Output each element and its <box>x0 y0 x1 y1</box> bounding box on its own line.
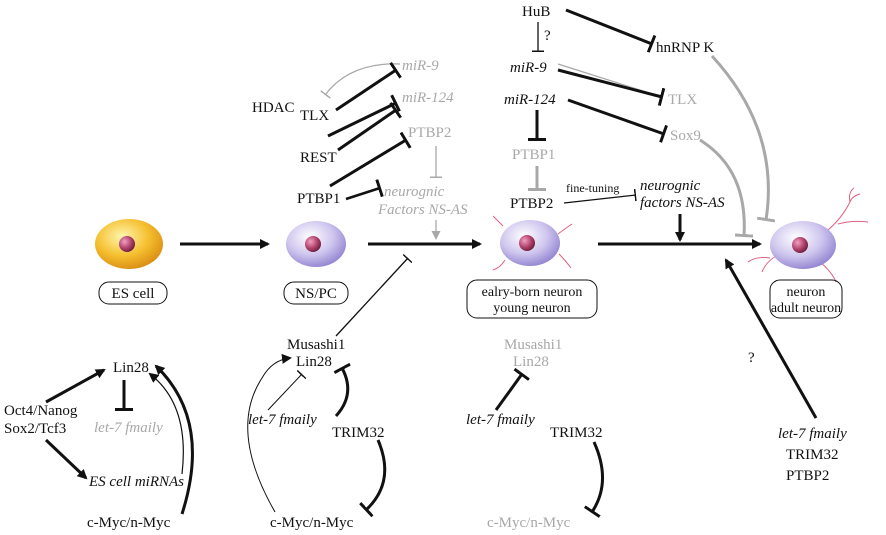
stage2-hub: HuB <box>522 4 550 20</box>
lr-question: ? <box>748 350 755 366</box>
stage2-neurognic-2: factors NS-AS <box>640 195 725 211</box>
lm-musashi: Musashi1 <box>287 337 345 353</box>
early-neuron-label-box <box>466 279 598 319</box>
lm-myc: c-Myc/n-Myc <box>270 515 354 531</box>
stage1-mir124: miR-124 <box>402 90 454 106</box>
nspc-label-box <box>283 281 349 305</box>
adult-neuron-label-box <box>769 279 843 319</box>
ll-myc: c-Myc/n-Myc <box>87 515 171 531</box>
early-neuron-cell <box>492 215 573 271</box>
lm2-myc: c-Myc/n-Myc <box>487 515 571 531</box>
stage1-neurognic-2: Factors NS-AS <box>377 202 468 218</box>
stage2-tlx: TLX <box>668 92 697 108</box>
es-cell <box>95 219 163 269</box>
lm2-trim32: TRIM32 <box>550 425 603 441</box>
stage2-ptbp2: PTBP2 <box>510 196 553 212</box>
edge-tlx-inhibits-mir9 <box>335 61 402 112</box>
ll-es-mirnas: ES cell miRNAs <box>88 474 184 490</box>
edge-sox9-to-adult-gray <box>699 138 754 238</box>
stage2-neurognic-1: neurognic <box>640 178 701 194</box>
es-cell-label-box <box>98 281 168 305</box>
stage1-rest: REST <box>300 150 337 166</box>
stage2-sox9: Sox9 <box>670 128 701 144</box>
early-neuron-label-1: ealry-born neuron <box>482 285 583 300</box>
ll-sox2: Sox2/Tcf3 <box>4 421 66 437</box>
early-neuron-label-2: young neuron <box>493 301 570 316</box>
stage2-question: ? <box>544 28 551 44</box>
lr-ptbp2: PTBP2 <box>786 468 829 484</box>
edge-oct4-to-es-mirnas <box>44 438 88 480</box>
stage1-tlx: TLX <box>300 108 329 124</box>
stage1-neurognic-1: neurognic <box>384 184 445 200</box>
ll-lin28: Lin28 <box>113 360 149 376</box>
stage2-ptbp1: PTBP1 <box>512 147 555 163</box>
lm2-lin28: Lin28 <box>513 354 549 370</box>
ll-let7: let-7 fmaily <box>94 420 163 436</box>
lm2-musashi: Musashi1 <box>504 337 562 353</box>
stage1-mir9: miR-9 <box>402 58 439 74</box>
edge-let7-inhibits-lin28 <box>267 369 307 411</box>
lr-trim32: TRIM32 <box>786 447 839 463</box>
stage1-ptbp1: PTBP1 <box>297 191 340 207</box>
ns-pc-cell <box>286 221 346 267</box>
es-cell-label: ES cell <box>112 286 155 302</box>
stage2-hnrnpk: hnRNP K <box>656 40 714 56</box>
stage2-mir9: miR-9 <box>510 60 547 76</box>
edge-lower-right-to-adult <box>724 258 818 419</box>
edge-musashi-inhibits-nspc-arrow <box>335 253 413 337</box>
edge-myc-to-lin28 <box>154 364 194 515</box>
edge-trim32-inhibits-myc-2 <box>583 441 604 518</box>
edge-hnrnpk-to-adult-gray <box>710 54 776 223</box>
adult-neuron-label-2: adult neuron <box>771 301 841 316</box>
lm2-let7: let-7 fmaily <box>466 412 535 428</box>
adult-neuron-label-1: neuron <box>787 285 826 300</box>
nspc-label: NS/PC <box>295 286 337 302</box>
stage2-mir124: miR-124 <box>504 92 556 108</box>
edge-mir9-inhibits-tlx <box>320 63 401 99</box>
edge-trim32-inhibits-myc <box>359 439 387 518</box>
stage1-ptbp2: PTBP2 <box>408 125 451 141</box>
lm-lin28: Lin28 <box>296 354 332 370</box>
lm-trim32: TRIM32 <box>332 425 385 441</box>
adult-neuron-cell <box>747 187 869 283</box>
edge-let7-inhibits-lin28-2 <box>494 367 530 411</box>
edge-hub-inhibits-hnrnpk <box>565 8 657 53</box>
edge-es-mirnas-to-lin28 <box>148 372 184 475</box>
edge-mir124-inhibits-sox9 <box>567 98 668 143</box>
edge-oct4-to-lin28 <box>45 368 106 404</box>
edge-tlx-inhibits-mir124 <box>327 94 401 138</box>
lm-let7: let-7 fmaily <box>248 412 317 428</box>
stage2-fine-tuning: fine-tuning <box>566 181 619 195</box>
edge-ptbp2-fine-tuning <box>563 189 637 204</box>
edge-myc-to-lin28-mid <box>247 353 292 513</box>
edge-mir9-inhibits-tlx <box>557 68 666 106</box>
stage1-hdac: HDAC <box>252 100 295 116</box>
edge-rest-inhibits-mir124 <box>337 102 402 152</box>
edge-ptbp1-inhibits-ptbp2 <box>329 131 412 188</box>
ll-oct4: Oct4/Nanog <box>4 403 78 419</box>
lr-let7: let-7 fmaily <box>778 426 847 442</box>
edge-trim32-inhibits-lin28 <box>333 362 351 418</box>
edge-ptbp1-inhibits-neurognic <box>345 179 384 201</box>
